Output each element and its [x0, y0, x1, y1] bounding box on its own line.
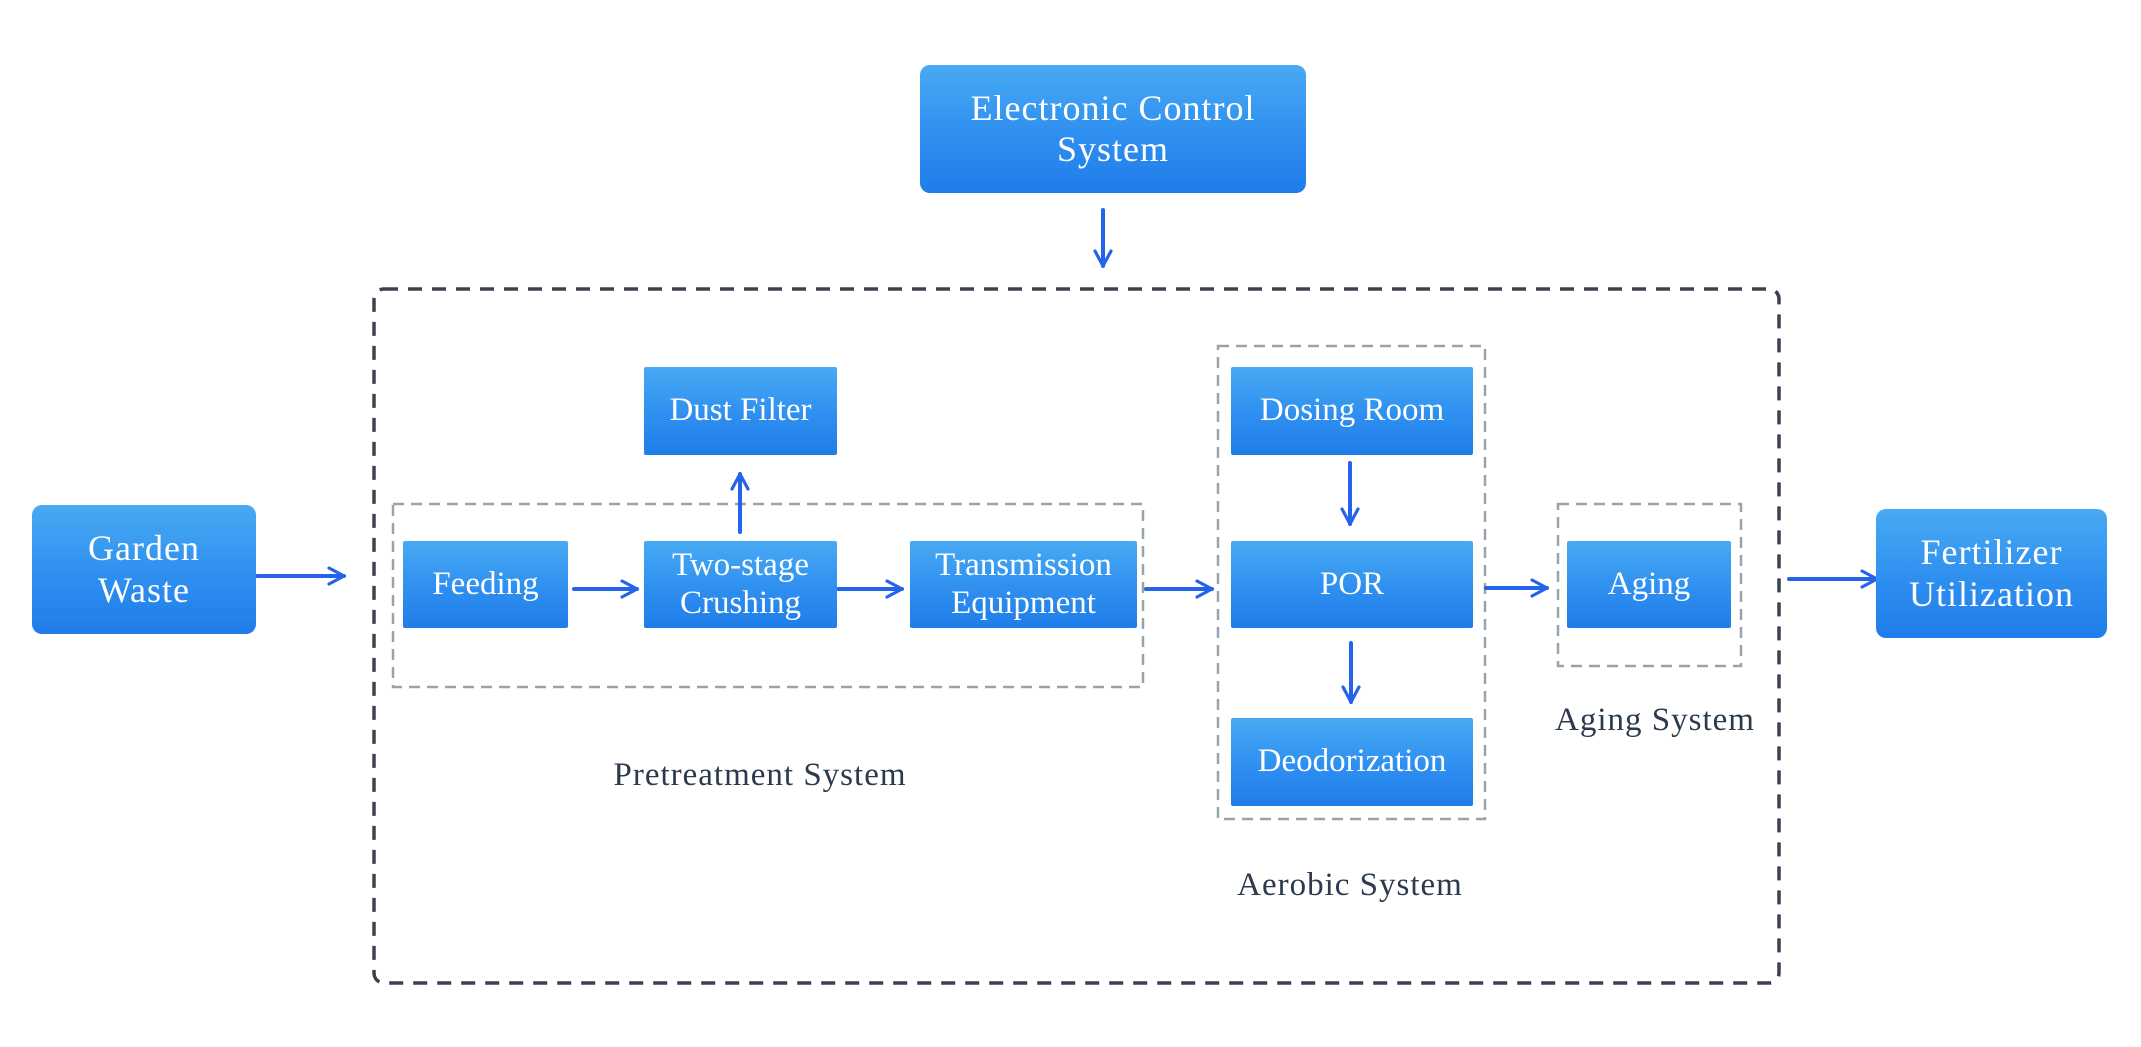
- fertilizer-utilization-box: Fertilizer Utilization: [1876, 509, 2107, 638]
- deodorization-box: Deodorization: [1231, 718, 1473, 806]
- main-system-boundary: [372, 287, 1781, 985]
- dust-filter-box: Dust Filter: [644, 367, 837, 455]
- feeding-box: Feeding: [403, 541, 568, 628]
- dosing-room-box: Dosing Room: [1231, 367, 1473, 455]
- aging-box: Aging: [1567, 541, 1731, 628]
- pretreatment-system-label: Pretreatment System: [613, 757, 907, 793]
- pretreatment-group-border: [391, 502, 1145, 689]
- garden-waste-box: Garden Waste: [32, 505, 256, 634]
- two-stage-crushing-box: Two-stage Crushing: [644, 541, 837, 628]
- aerobic-group-border: [1216, 344, 1487, 821]
- aging-system-label: Aging System: [1555, 702, 1755, 738]
- por-box: POR: [1231, 541, 1473, 628]
- transmission-equipment-box: Transmission Equipment: [910, 541, 1137, 628]
- aerobic-system-label: Aerobic System: [1237, 867, 1463, 903]
- electronic-control-system-box: Electronic Control System: [920, 65, 1306, 193]
- aging-group-border: [1556, 502, 1743, 668]
